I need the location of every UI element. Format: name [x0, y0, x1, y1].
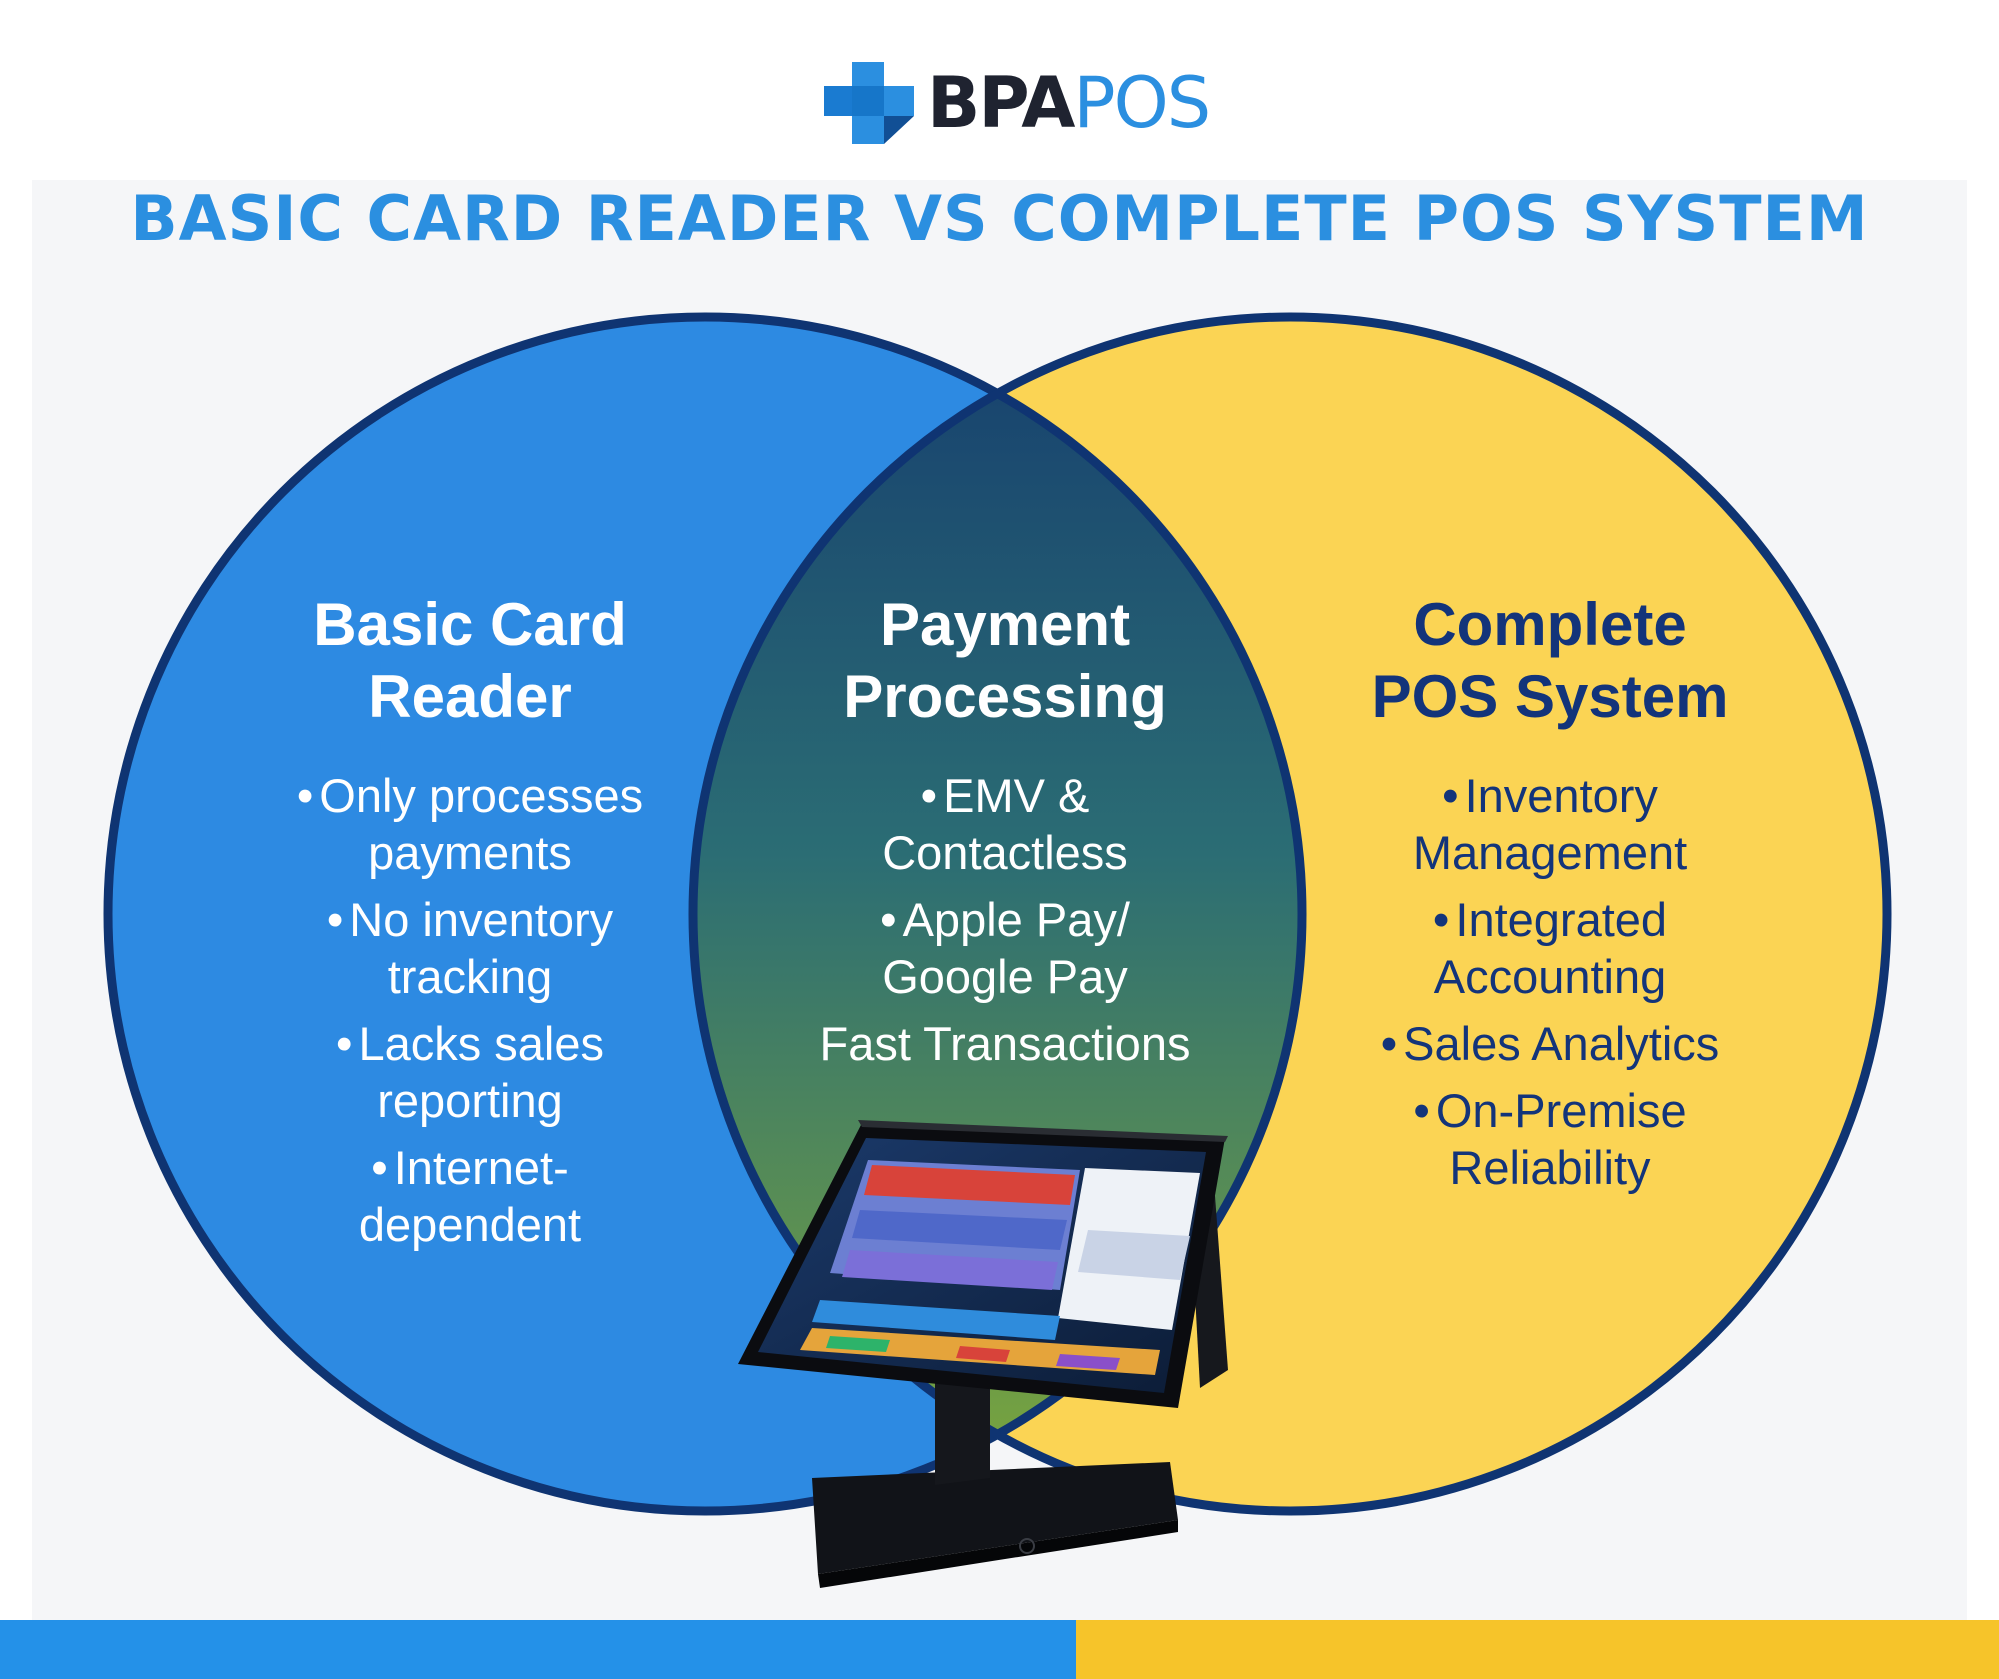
list-item-line: dependent	[358, 1198, 582, 1251]
page-title: BASIC CARD READER VS COMPLETE POS SYSTEM	[130, 182, 1869, 255]
list-item-line: No inventory	[349, 893, 614, 946]
list-item-line: Apple Pay/	[902, 893, 1130, 946]
list-item: •Apple Pay/Google Pay	[880, 893, 1130, 1003]
list-item: •Sales Analytics	[1380, 1017, 1720, 1070]
list-item-line: Lacks sales	[358, 1017, 605, 1070]
list-item-line: On-Premise	[1435, 1084, 1687, 1137]
brand-name-bold: BPA	[927, 62, 1075, 144]
list-item-line: Integrated	[1455, 893, 1668, 946]
list-item-line: EMV &	[943, 769, 1090, 822]
list-item-line: Fast Transactions	[819, 1017, 1191, 1070]
list-item: •Internet-dependent	[358, 1141, 582, 1251]
list-item-line: Inventory	[1464, 769, 1658, 822]
footer-bar-blue	[0, 1620, 1076, 1679]
list-item-line: Contactless	[882, 826, 1128, 879]
region-title-line: Processing	[843, 663, 1167, 730]
list-item-line: Accounting	[1433, 950, 1667, 1003]
region-title-line: Payment	[879, 591, 1131, 658]
brand-name-light: POS	[1073, 62, 1211, 144]
left-circle-outline	[103, 312, 1307, 1516]
brand-logo: BPAPOS	[822, 58, 1211, 148]
list-item-line: reporting	[377, 1074, 563, 1127]
list-item-line: tracking	[387, 950, 553, 1003]
list-item-line: payments	[368, 826, 572, 879]
payment-processing-list: •EMV &Contactless •Apple Pay/Google Pay …	[740, 767, 1270, 1072]
list-item-line: Sales Analytics	[1403, 1017, 1720, 1070]
list-item-line: Management	[1412, 826, 1688, 879]
region-title-line: Complete	[1413, 591, 1687, 658]
list-item-line: Only processes	[319, 769, 644, 822]
region-title-line: POS System	[1371, 663, 1729, 730]
list-item: Fast Transactions	[740, 1015, 1270, 1072]
complete-pos-system-title: Complete POS System	[1265, 589, 1835, 733]
list-item-line: Reliability	[1449, 1141, 1651, 1194]
list-item-line: Internet-	[393, 1141, 569, 1194]
payment-processing-region: Payment Processing •EMV &Contactless •Ap…	[740, 589, 1270, 1082]
list-item: •EMV &Contactless	[882, 769, 1128, 879]
brand-wordmark: BPAPOS	[927, 68, 1211, 138]
medical-cross-logo-icon	[824, 62, 914, 144]
basic-card-reader-title: Basic Card Reader	[200, 589, 740, 733]
pos-terminal-icon	[738, 1120, 1228, 1588]
list-item-line: Google Pay	[882, 950, 1128, 1003]
region-title-line: Reader	[368, 663, 572, 730]
footer-bar-yellow	[1076, 1620, 1999, 1679]
payment-processing-title: Payment Processing	[740, 589, 1270, 733]
right-circle-outline	[688, 312, 1892, 1516]
region-title-line: Basic Card	[313, 591, 627, 658]
